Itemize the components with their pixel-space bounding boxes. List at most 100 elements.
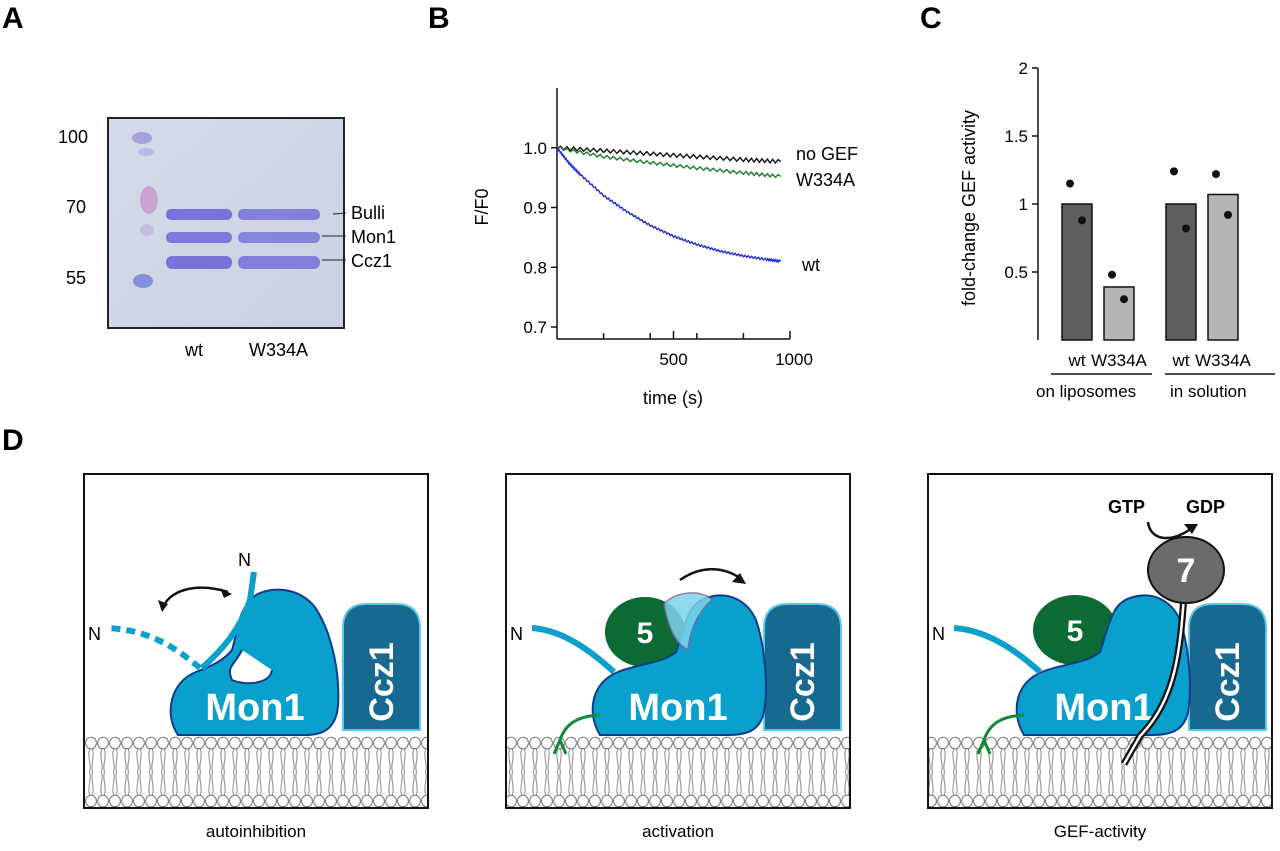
marker-100: 100: [58, 127, 88, 147]
band-bulli: Bulli: [351, 203, 385, 223]
mon1-label: Mon1: [1054, 687, 1153, 729]
scene-autoinhibition: Ccz1 Mon1 N N autoinhibition: [83, 473, 429, 841]
x-tick-label: W334A: [1091, 351, 1147, 370]
x-tick-label: 1000: [775, 350, 813, 369]
n-tail: [953, 625, 1043, 675]
n-label: N: [932, 624, 945, 644]
n-tail: [531, 625, 617, 675]
fluorescence-chart: 0.7 0.8 0.9 1.0 500 1000 time (s) F/F0 no GEF W33…: [472, 88, 858, 408]
legend-w334a: W334A: [796, 170, 855, 190]
panel-label-b: B: [428, 2, 450, 35]
ccz1-label: Ccz1: [784, 642, 822, 721]
rab5-shape: [605, 597, 685, 667]
panel-label-a: A: [2, 2, 24, 35]
series-line: [556, 145, 782, 179]
bar: [1207, 193, 1239, 341]
ccz1-label: Ccz1: [1209, 642, 1247, 721]
band-mon1: Mon1: [351, 227, 396, 247]
mon1-flap: [663, 592, 714, 652]
y-tick-label: 1.5: [1004, 127, 1028, 146]
scene-gef-activity: Ccz1 5 Mon1 N 7 GTP GDP GEF-activity: [927, 473, 1273, 841]
marker-band: [138, 148, 154, 156]
rab5-label: 5: [1067, 615, 1084, 648]
lipid-anchor: [552, 713, 601, 755]
gel-bands: [166, 209, 320, 269]
y-tick-label: 1.0: [523, 139, 547, 158]
rab7-shape: [1147, 536, 1225, 604]
n-tail-dashed: [107, 625, 202, 671]
n-label: N: [238, 550, 251, 570]
group-liposomes: on liposomes: [1036, 382, 1136, 401]
ccz1-shape: [1188, 603, 1267, 731]
y-axis-title: F/F0: [472, 188, 492, 225]
data-point: [1120, 295, 1128, 304]
mon1-cleft: [228, 649, 273, 685]
scene-activation: Ccz1 5 Mon1 N activation: [505, 473, 851, 841]
panel-b: B 0.7 0.8 0.9 1.0 500 1000 time (s) F/F0 no GEF W…: [428, 2, 858, 408]
mon1-label: Mon1: [628, 687, 727, 729]
data-point: [1170, 167, 1178, 176]
y-tick-label: 1: [1019, 195, 1028, 214]
y-tick-label: 0.8: [523, 258, 547, 277]
data-point: [1182, 224, 1190, 233]
caption-autoinhibition: autoinhibition: [206, 822, 306, 841]
y-tick-label: 2: [1019, 59, 1028, 78]
panel-c: C 0.5 1 1.5 2 fold-change GEF activity wt W334…: [920, 2, 1275, 401]
rab7-tether-core: [1122, 595, 1186, 765]
data-point: [1066, 179, 1074, 188]
data-point: [1212, 170, 1220, 179]
gef-activity-chart: 0.5 1 1.5 2 fold-change GEF activity wt W334A w…: [959, 59, 1252, 370]
n-label: N: [510, 624, 523, 644]
legend-wt: wt: [801, 255, 820, 275]
series-line: [556, 146, 782, 264]
marker-band: [132, 132, 152, 144]
mon1-label: Mon1: [205, 687, 304, 729]
lipid-anchor: [976, 713, 1025, 755]
x-tick-label: W334A: [1195, 351, 1251, 370]
bar: [1061, 203, 1093, 341]
marker-band: [140, 186, 158, 214]
membrane: [85, 736, 427, 807]
gtp-label: GTP: [1108, 497, 1145, 517]
mon1-shape: [1015, 594, 1191, 736]
rab5-shape: [1033, 595, 1117, 665]
y-tick-label: 0.7: [523, 318, 547, 337]
exchange-arrow: [1146, 521, 1193, 540]
group-solution: in solution: [1170, 382, 1247, 401]
lane-w334a: W334A: [249, 340, 308, 360]
caption-gef-activity: GEF-activity: [1054, 822, 1147, 841]
data-point: [1078, 216, 1086, 225]
x-tick-label: wt: [1172, 351, 1190, 370]
marker-band: [140, 224, 154, 236]
rotation-arrow: [679, 568, 741, 582]
panel-label-d: D: [2, 424, 24, 457]
marker-70: 70: [66, 197, 86, 217]
bar: [1165, 203, 1197, 341]
gdp-label: GDP: [1186, 497, 1225, 517]
data-point: [1108, 270, 1116, 279]
panel-a: A 100 70 55 Bulli Mon1 Ccz1 wt W334A: [2, 2, 396, 360]
panel-label-c: C: [920, 2, 942, 35]
y-tick-label: 0.5: [1004, 263, 1028, 282]
x-axis-title: time (s): [643, 388, 703, 408]
y-axis-title: fold-change GEF activity: [959, 110, 979, 306]
caption-activation: activation: [642, 822, 714, 841]
marker-band: [133, 274, 153, 288]
ccz1-label: Ccz1: [363, 642, 401, 721]
x-tick-label: wt: [1068, 351, 1086, 370]
marker-55: 55: [66, 268, 86, 288]
band-ccz1: Ccz1: [351, 251, 392, 271]
lane-wt: wt: [184, 340, 203, 360]
y-tick-label: 0.9: [523, 199, 547, 218]
rab7-label: 7: [1177, 552, 1196, 590]
series-line: [556, 145, 782, 165]
legend-no-gef: no GEF: [796, 144, 858, 164]
bar: [1103, 286, 1135, 341]
rab5-label: 5: [637, 617, 654, 650]
ccz1-shape: [342, 603, 421, 731]
n-tail: [199, 571, 257, 671]
data-point: [1224, 210, 1232, 219]
n-label: N: [88, 624, 101, 644]
x-tick-label: 500: [659, 350, 687, 369]
